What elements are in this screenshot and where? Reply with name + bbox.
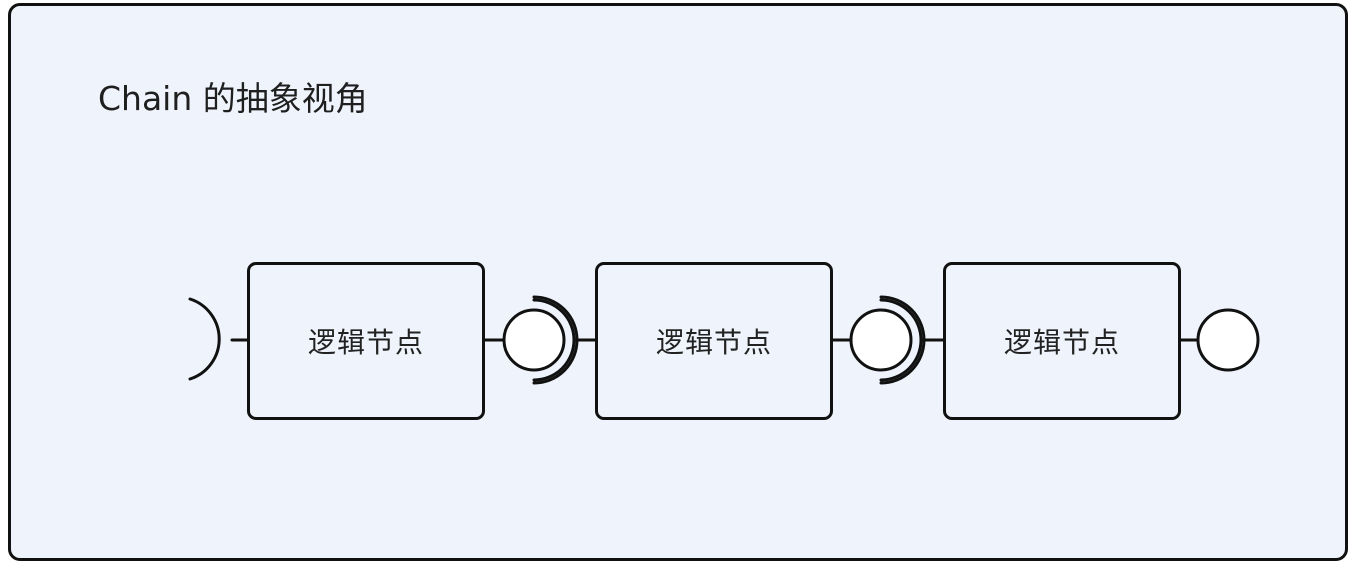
diagram-title: Chain 的抽象视角 <box>98 79 368 118</box>
logic-node-label: 逻辑节点 <box>307 326 424 359</box>
socket-arc-icon-1 <box>532 298 576 382</box>
logic-node-2: 逻辑节点 <box>595 262 833 420</box>
ball-icon-1 <box>502 308 566 372</box>
ball-icon-2 <box>849 308 913 372</box>
logic-node-label: 逻辑节点 <box>1003 326 1120 359</box>
entry-socket-icon <box>188 297 221 381</box>
logic-node-3: 逻辑节点 <box>943 262 1181 420</box>
exit-ball-icon <box>1196 308 1260 372</box>
logic-node-1: 逻辑节点 <box>247 262 485 420</box>
logic-node-label: 逻辑节点 <box>655 326 772 359</box>
socket-arc-icon-2 <box>879 298 923 382</box>
